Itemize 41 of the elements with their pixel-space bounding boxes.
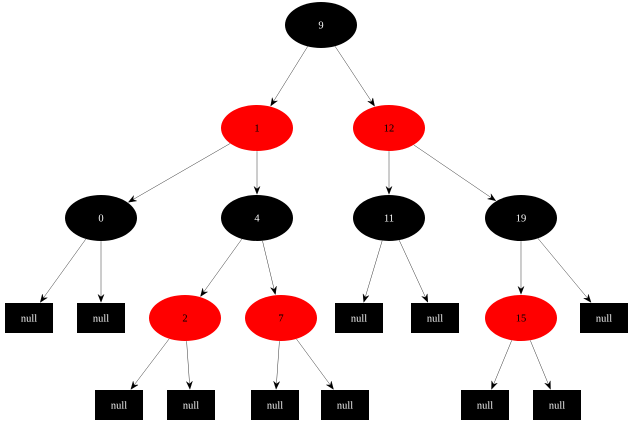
null-leaf-box: null (335, 303, 383, 333)
arrow (414, 144, 496, 201)
arrow (386, 150, 392, 194)
null-leaf-box: null (5, 303, 53, 333)
null-leaf-box: null (533, 390, 581, 420)
tree-node: 9 (285, 2, 357, 48)
null-leaf-box: null (411, 303, 459, 333)
null-leaf-box: null (167, 390, 215, 420)
arrow (362, 240, 382, 302)
arrow (530, 340, 551, 390)
null-leaf-box: null (321, 390, 369, 420)
arrow (128, 143, 230, 202)
tree-node: 12 (353, 104, 425, 151)
arrow (538, 238, 592, 303)
arrow (262, 240, 277, 295)
tree-node: 11 (353, 195, 425, 241)
null-leaf-box: null (461, 390, 509, 420)
arrow (186, 340, 193, 390)
tree-node: 0 (65, 195, 137, 241)
arrow (491, 340, 512, 390)
arrow (270, 46, 308, 106)
tree-node: 15 (485, 294, 557, 341)
null-leaf-box: null (580, 303, 628, 333)
null-leaf-box: null (77, 303, 125, 333)
null-leaf-box: null (95, 390, 143, 420)
arrow (334, 46, 375, 106)
tree-node: 19 (485, 195, 557, 241)
tree-node: 7 (245, 294, 317, 341)
arrow (399, 240, 428, 302)
arrow (273, 340, 280, 390)
arrow (40, 238, 86, 303)
arrow (518, 241, 524, 294)
arrow (254, 150, 260, 194)
arrow (296, 338, 334, 390)
arrow (98, 241, 104, 302)
null-leaf-box: null (251, 390, 299, 420)
arrow (200, 238, 242, 297)
arrow (130, 338, 170, 390)
tree-node: 1 (221, 104, 293, 151)
tree-node: 4 (221, 195, 293, 241)
tree-node: 2 (149, 294, 221, 341)
